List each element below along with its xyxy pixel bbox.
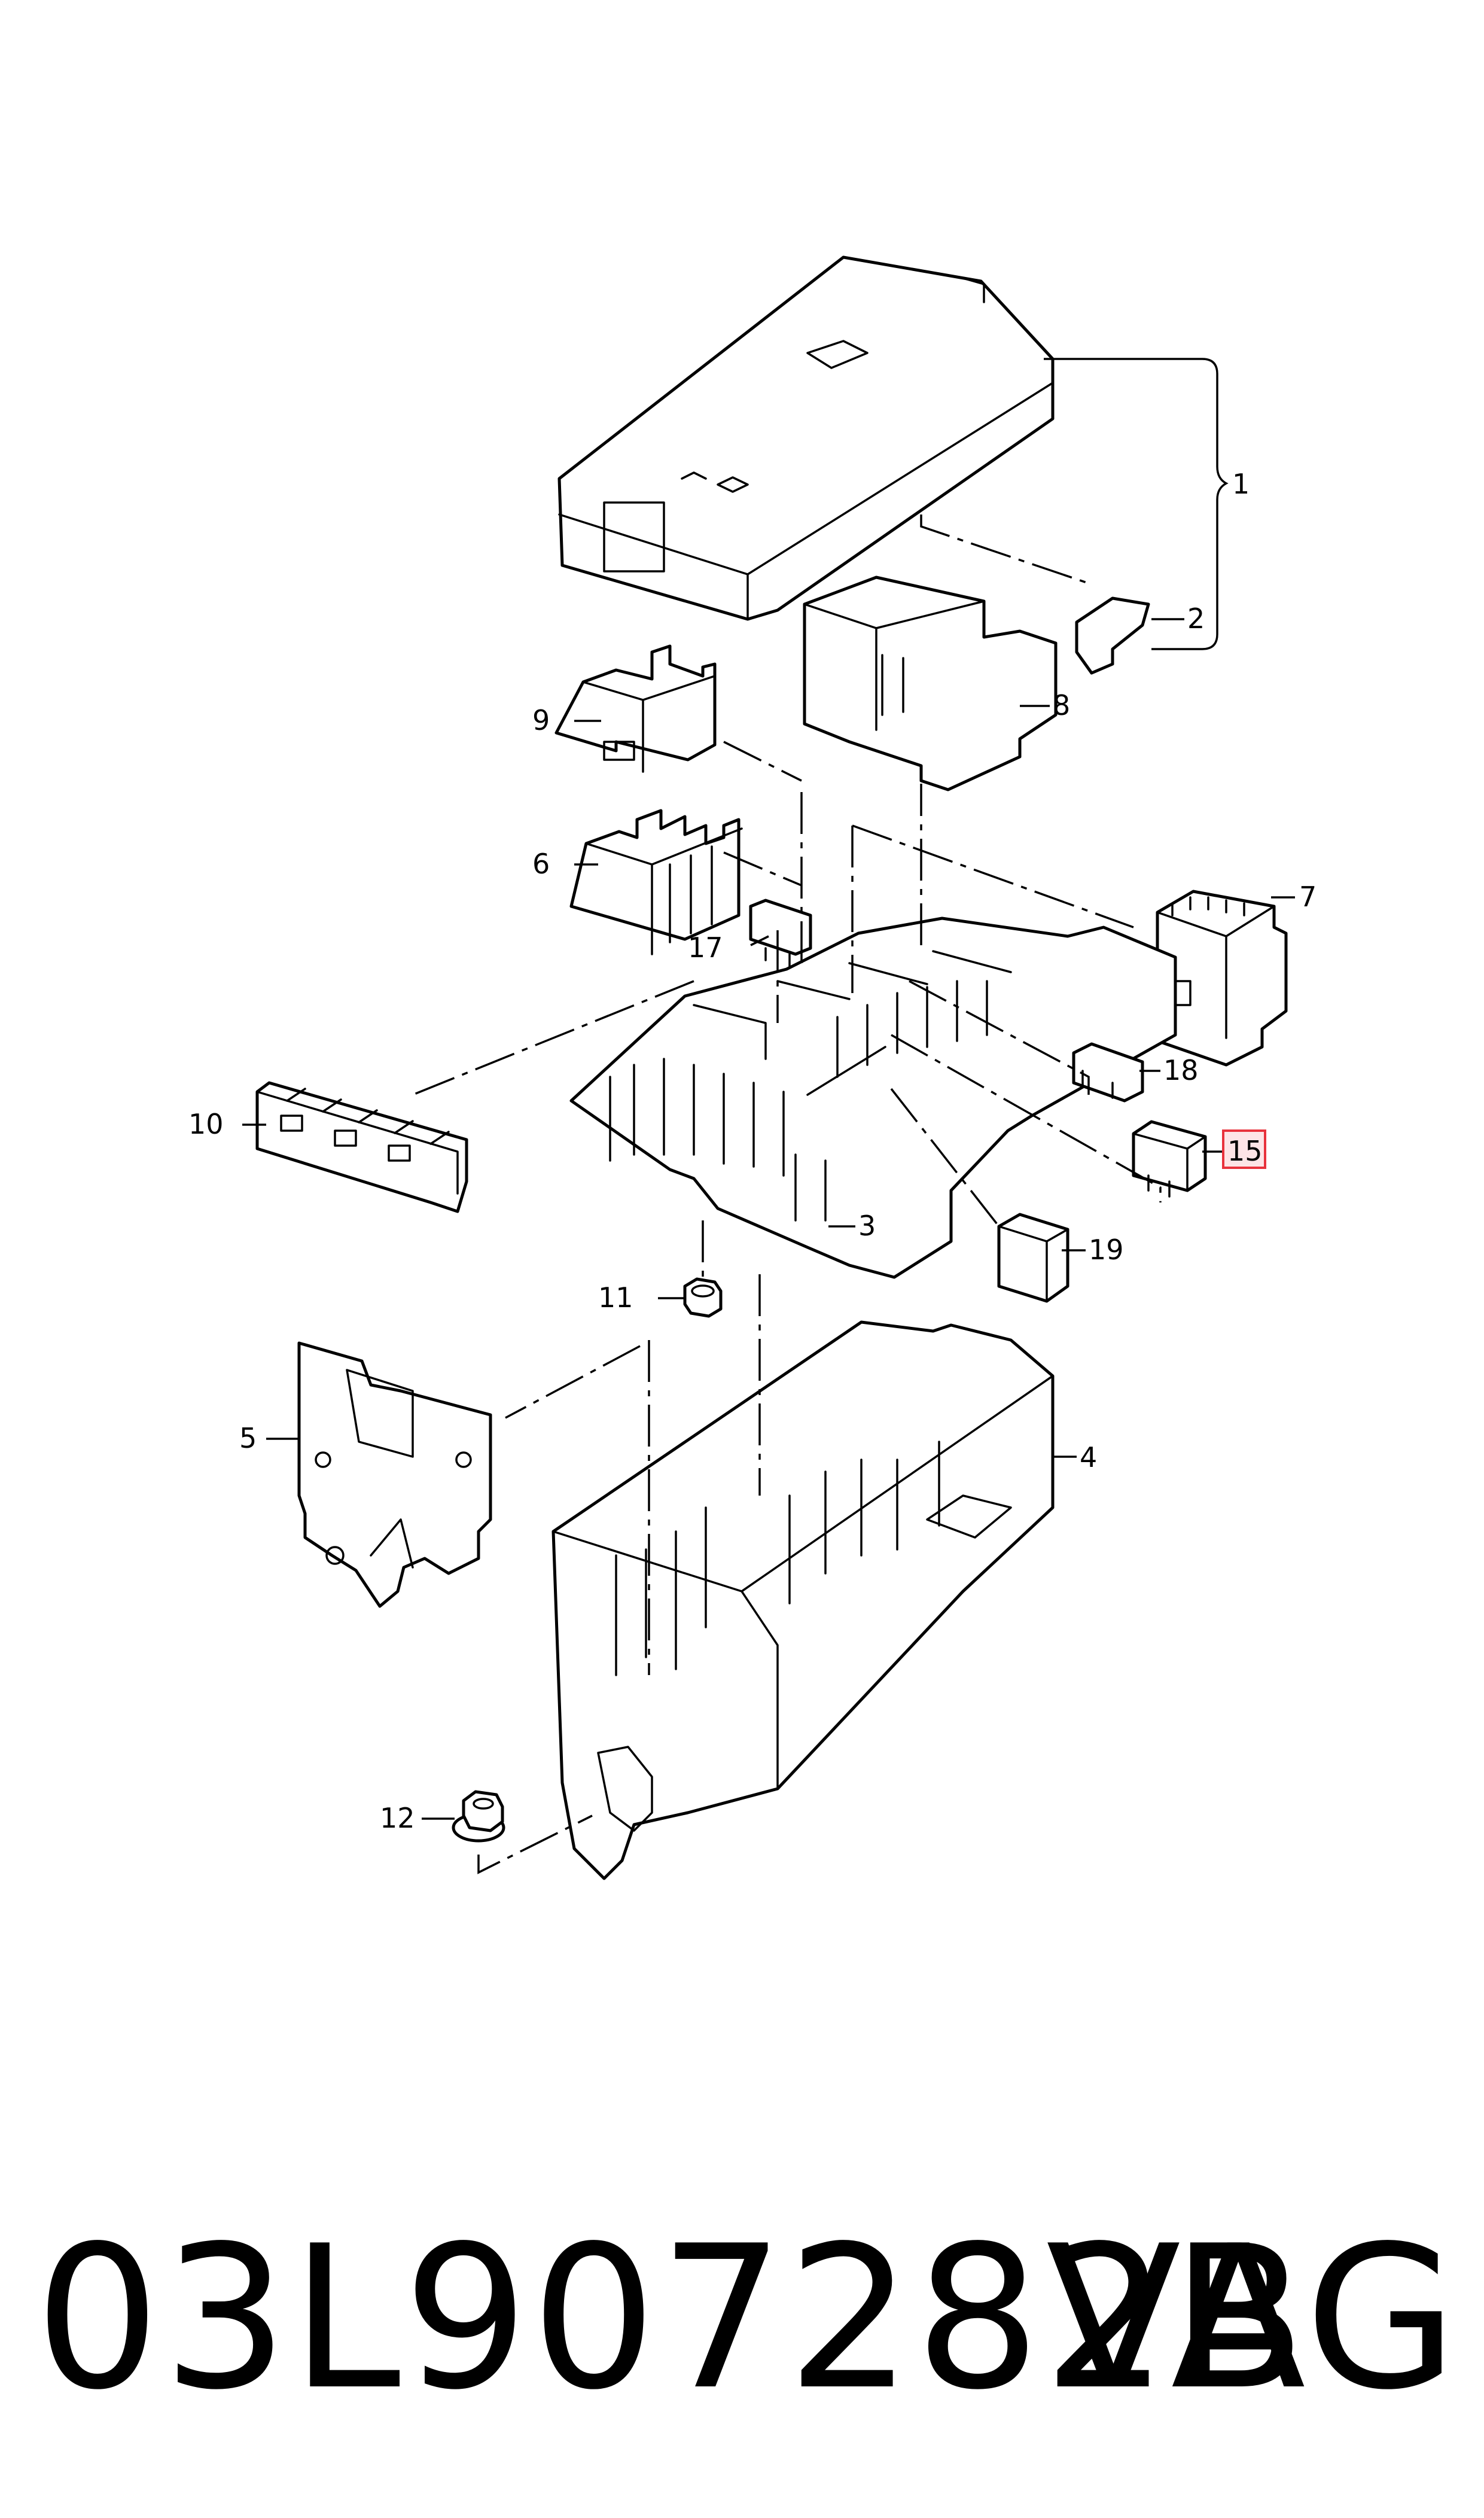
callout-11: 11 (598, 1281, 633, 1314)
assembly-lines (412, 514, 1162, 1874)
callout-6: 6 (532, 848, 550, 880)
callout-15: 15 (1227, 1135, 1263, 1167)
part-5-bracket (297, 1341, 492, 1608)
part-7-carrier (1156, 890, 1288, 1067)
part-number: 03L907282B (35, 2203, 1309, 2433)
callout-1: 1 (1232, 468, 1250, 500)
part-17-fuse (749, 899, 812, 967)
part-1-cover (557, 255, 1055, 621)
part-2-clip (1075, 596, 1150, 675)
callout-9: 9 (532, 704, 550, 736)
callout-5: 5 (239, 1422, 257, 1454)
part-9-holder (554, 644, 717, 773)
part-12-nut (452, 1790, 505, 1843)
callout-19: 19 (1089, 1234, 1124, 1266)
callout-7: 7 (1299, 881, 1317, 913)
leader-lines (242, 358, 1295, 1820)
part-19-fuse (997, 1213, 1069, 1303)
part-8-holder (803, 576, 1058, 791)
part-4-lower-housing (551, 1320, 1055, 1880)
callouts: 1 2 8 9 6 7 17 18 15 19 3 10 11 4 5 12 (188, 468, 1317, 1834)
cover-emblem-icon (806, 340, 869, 369)
callout-2: 2 (1187, 602, 1205, 635)
callout-12: 12 (380, 1802, 415, 1834)
callout-15-highlight (1222, 1129, 1266, 1169)
part-11-nut (683, 1277, 723, 1318)
part-3-main-body (569, 917, 1177, 1279)
brand-label: VAG (1046, 2203, 1460, 2433)
callout-10: 10 (188, 1108, 224, 1140)
cover-latch (603, 501, 665, 573)
callout-4: 4 (1080, 1441, 1097, 1473)
callout-8: 8 (1053, 689, 1070, 721)
callout-3: 3 (858, 1210, 876, 1242)
part-15-relay (1132, 1120, 1207, 1198)
part-6-holder (569, 809, 743, 955)
callout-17: 17 (688, 931, 723, 964)
callout-18: 18 (1163, 1054, 1199, 1086)
cover-symbol-icon (681, 471, 749, 493)
part-10-fuse-strip (255, 1081, 468, 1213)
